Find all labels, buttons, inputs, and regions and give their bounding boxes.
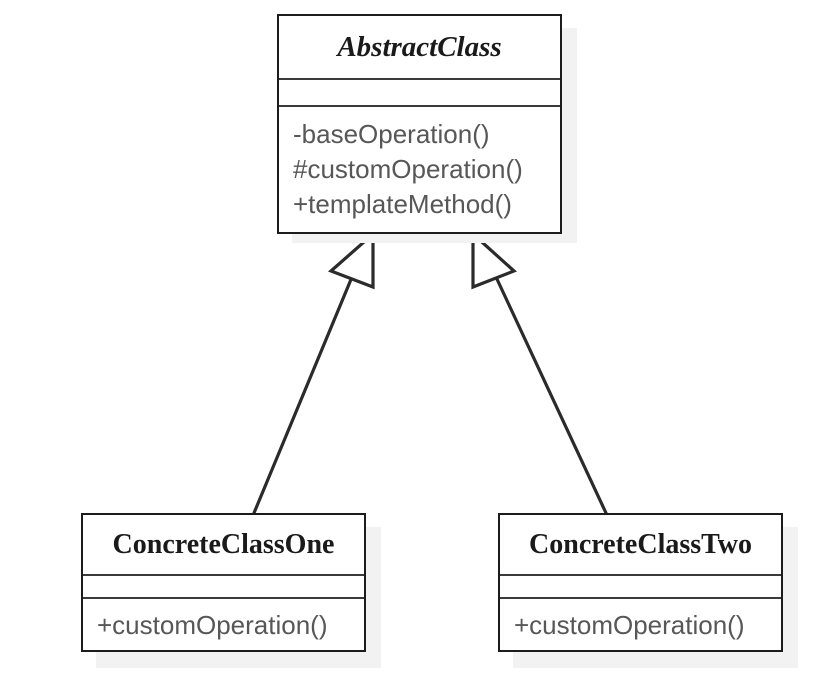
operation-item: #customOperation() — [293, 154, 523, 184]
class-name-concrete-class-one: ConcreteClassOne — [112, 528, 335, 560]
generalization-two — [471, 230, 608, 515]
class-name-concrete-class-two: ConcreteClassTwo — [529, 528, 752, 560]
generalization-one-line — [252, 275, 354, 515]
attributes-compartment-abstract-class — [279, 78, 560, 105]
generalization-two-line — [494, 275, 608, 515]
attributes-compartment-concrete-class-two — [500, 574, 781, 597]
operations-compartment-abstract-class: -baseOperation() #customOperation() +tem… — [279, 105, 560, 232]
operation-item: -baseOperation() — [293, 119, 490, 149]
operations-compartment-concrete-class-two: +customOperation() — [500, 597, 781, 650]
operations-compartment-concrete-class-one: +customOperation() — [83, 597, 364, 650]
generalization-one — [252, 230, 375, 515]
operation-item: +customOperation() — [514, 609, 745, 640]
class-box-concrete-class-one[interactable]: ConcreteClassOne +customOperation() — [81, 513, 366, 652]
attributes-compartment-concrete-class-one — [83, 574, 364, 597]
operation-item: +templateMethod() — [293, 189, 512, 219]
class-box-concrete-class-two[interactable]: ConcreteClassTwo +customOperation() — [498, 513, 783, 652]
class-name-abstract-class: AbstractClass — [337, 30, 502, 63]
operation-item: +customOperation() — [97, 609, 328, 640]
class-box-abstract-class[interactable]: AbstractClass -baseOperation() #customOp… — [277, 14, 562, 234]
